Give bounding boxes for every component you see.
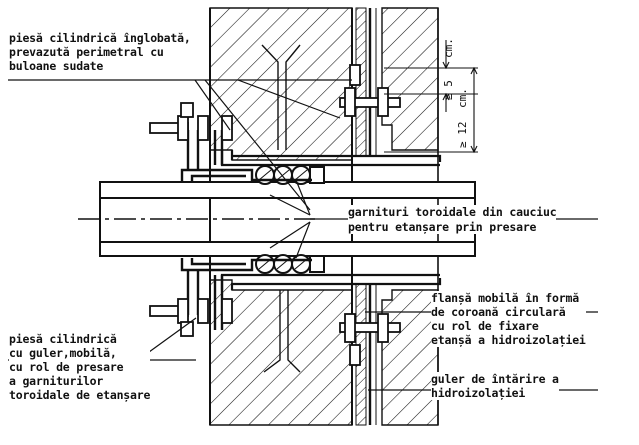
label-line: hidroizolației <box>431 386 526 400</box>
protection-wall <box>381 7 439 426</box>
dim-unit-top: cm. <box>442 38 455 58</box>
anchor-bolts <box>261 44 301 373</box>
dim-large: ≥ 12 <box>456 122 469 149</box>
label-line: a garniturilor <box>9 374 104 388</box>
toroidal-gaskets <box>255 165 325 274</box>
label-line: cu guler,mobilă, <box>9 346 117 360</box>
ring-flange <box>339 64 401 366</box>
label-line: toroidale de etanșare <box>9 388 151 402</box>
label-line: piesă cilindrică înglobată, <box>9 31 191 45</box>
label-reinforcement-collar: guler de întărire a hidroizolației <box>431 372 559 400</box>
label-embedded-sleeve: piesă cilindrică înglobată, prevazută pe… <box>9 31 191 73</box>
label-movable-collar: piesă cilindrică cu guler,mobilă, cu rol… <box>9 332 150 402</box>
label-line: cu rol de fixare <box>431 319 539 333</box>
label-line: prevazută perimetral cu <box>9 45 164 59</box>
label-line: pentru etanșare prin presare <box>348 220 537 234</box>
label-line: etanșă a hidroizolației <box>431 333 586 347</box>
label-line: guler de întărire a <box>431 372 559 386</box>
label-line: piesă cilindrică <box>9 332 117 346</box>
label-line: de coroană circulară <box>431 305 566 319</box>
dim-unit-mid: cm. <box>456 88 469 108</box>
pipe <box>78 181 476 257</box>
dimension-lines <box>384 40 478 154</box>
dim-small: ≥ 5 <box>442 80 455 100</box>
collar-bolts <box>149 102 233 337</box>
label-line: flanșă mobilă în formă <box>431 291 579 305</box>
concrete-wall <box>209 7 353 426</box>
label-line: cu rol de presare <box>9 360 124 374</box>
label-line: garnituri toroidale din cauciuc <box>348 205 557 219</box>
label-line: buloane sudate <box>9 59 104 73</box>
label-toroidal-gaskets: garnituri toroidale din cauciuc pentru e… <box>348 205 557 234</box>
label-ring-flange: flanșă mobilă în formă de coroană circul… <box>431 291 586 347</box>
